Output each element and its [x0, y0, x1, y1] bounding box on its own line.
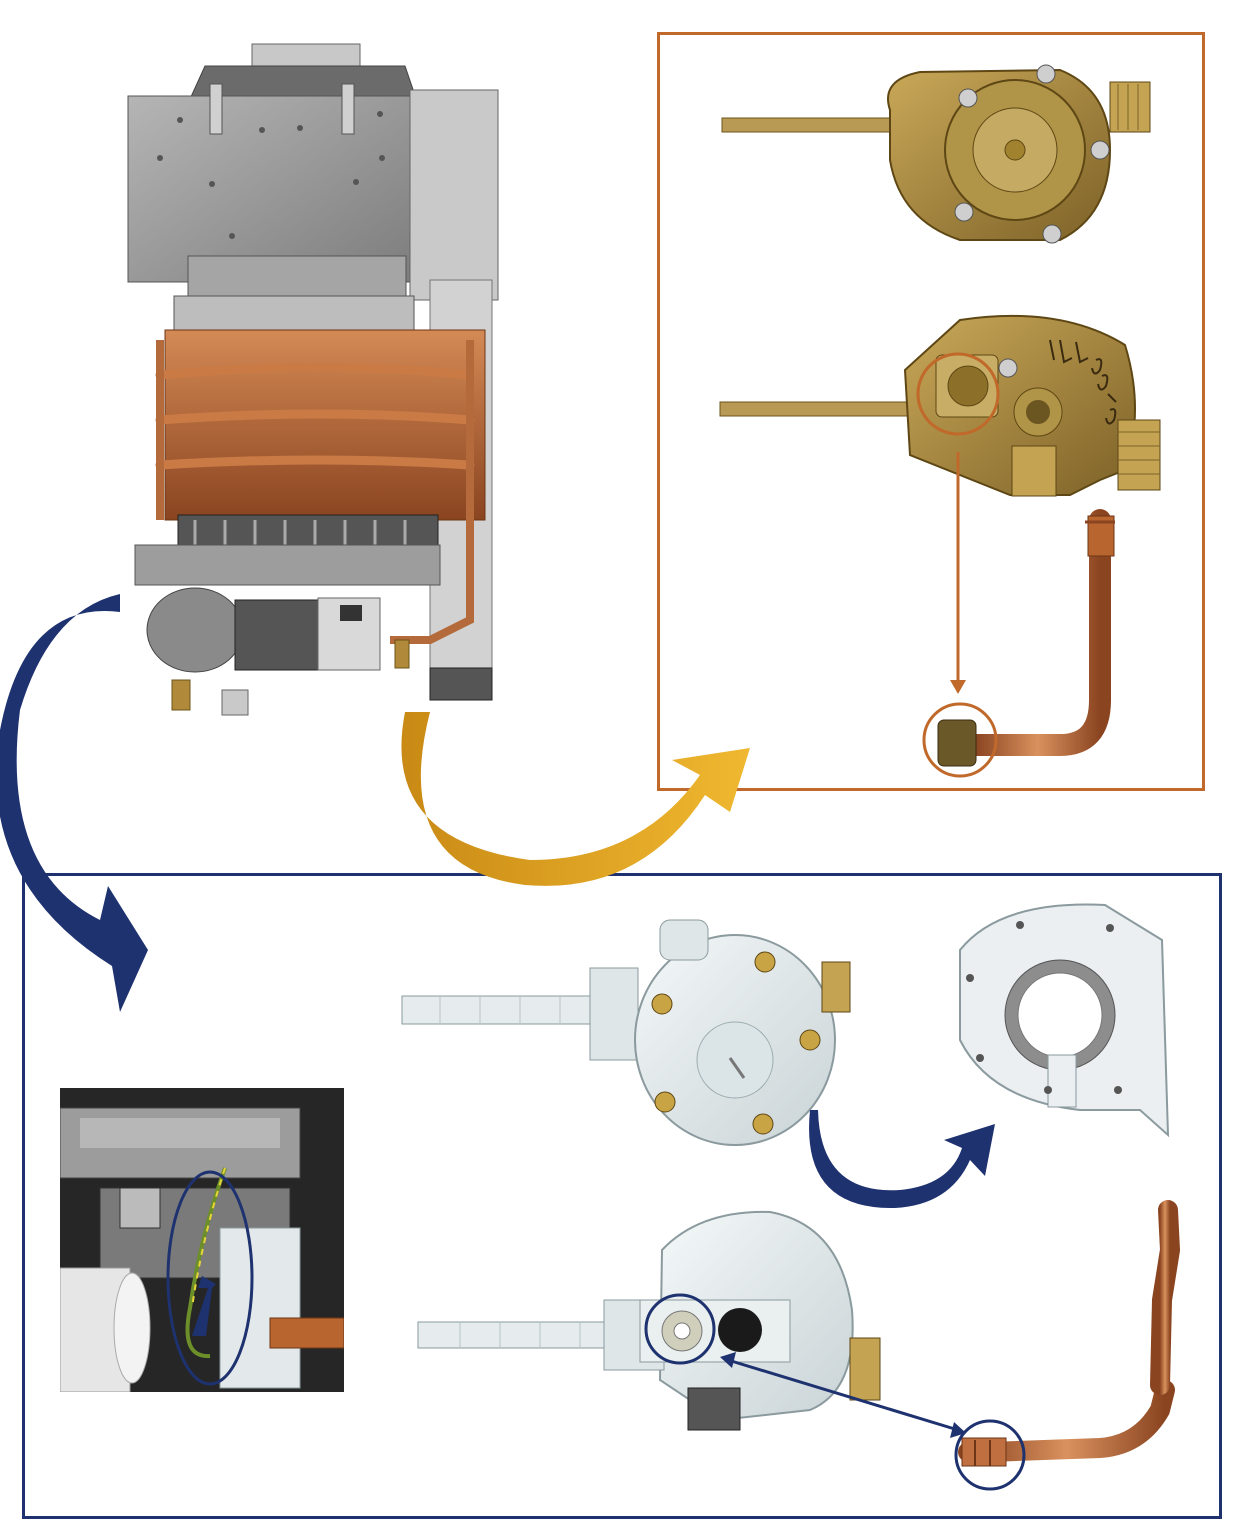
- copper-pipe-blue-icon: [954, 1200, 1181, 1491]
- brass-valve-front-icon: [721, 64, 1151, 244]
- highlight-circle-blue-pipe-end: [954, 1419, 1026, 1491]
- blue-curved-arrow-small: [809, 1110, 995, 1209]
- brass-valve-side-icon: [719, 314, 1161, 497]
- copper-pipe-orange-icon: [922, 509, 1115, 778]
- plastic-valve-side-icon: [417, 1210, 881, 1431]
- handwriting-mark: [1049, 339, 1117, 425]
- water-heater-icon: [127, 43, 499, 716]
- plastic-valve-front-icon: [401, 919, 851, 1146]
- blue-detail-frame: [22, 873, 1222, 1519]
- ground-wire-icon: [60, 1088, 344, 1392]
- highlight-circle-copper-nut: [922, 702, 998, 778]
- orange-detail-frame: [657, 32, 1205, 791]
- connector-arrow-orange: [950, 452, 966, 694]
- highlight-circle-brass-port: [916, 352, 1000, 436]
- mounting-plate-icon: [959, 903, 1170, 1138]
- highlight-ellipse-ground-wire: [166, 1170, 254, 1386]
- gold-curved-arrow: [401, 712, 750, 886]
- blue-curved-arrow-large: [0, 594, 148, 1012]
- highlight-circle-plastic-port: [644, 1293, 716, 1365]
- ground-wire-inset: [60, 1088, 344, 1392]
